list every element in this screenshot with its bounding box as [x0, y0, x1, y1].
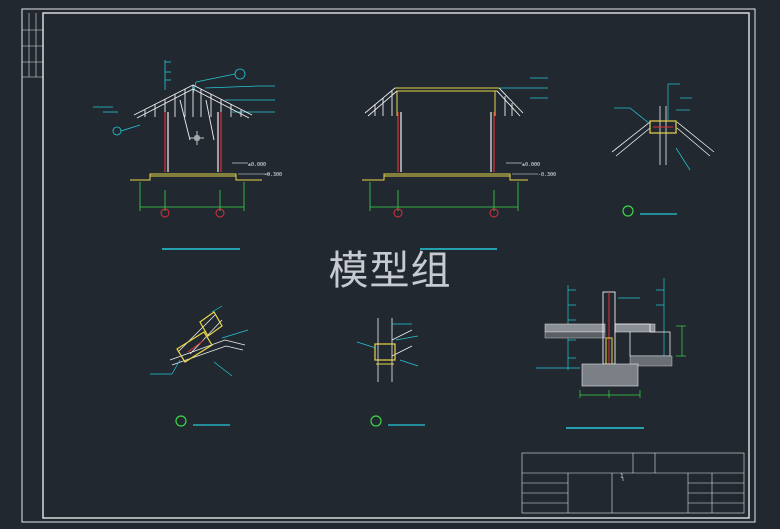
- ridge-joint-detail: [611, 83, 715, 217]
- pavilion-front-elevation: ±0.000 -0.300: [93, 60, 282, 250]
- title-block: [521, 452, 745, 514]
- elevation-label-zero: ±0.000: [522, 162, 540, 168]
- elevation-label-ground: -0.300: [264, 172, 282, 178]
- elevation-label-zero: ±0.000: [248, 162, 266, 168]
- title-block-mark: 1: [620, 473, 624, 480]
- sheet-frame: [21, 8, 756, 523]
- rafter-joint-detail: [150, 305, 249, 427]
- pavilion-side-elevation: ±0.000 -0.300: [362, 77, 556, 250]
- foundation-section-detail: [536, 278, 686, 429]
- column-cap-detail: [356, 318, 425, 427]
- elevation-label-ground: -0.300: [538, 172, 556, 178]
